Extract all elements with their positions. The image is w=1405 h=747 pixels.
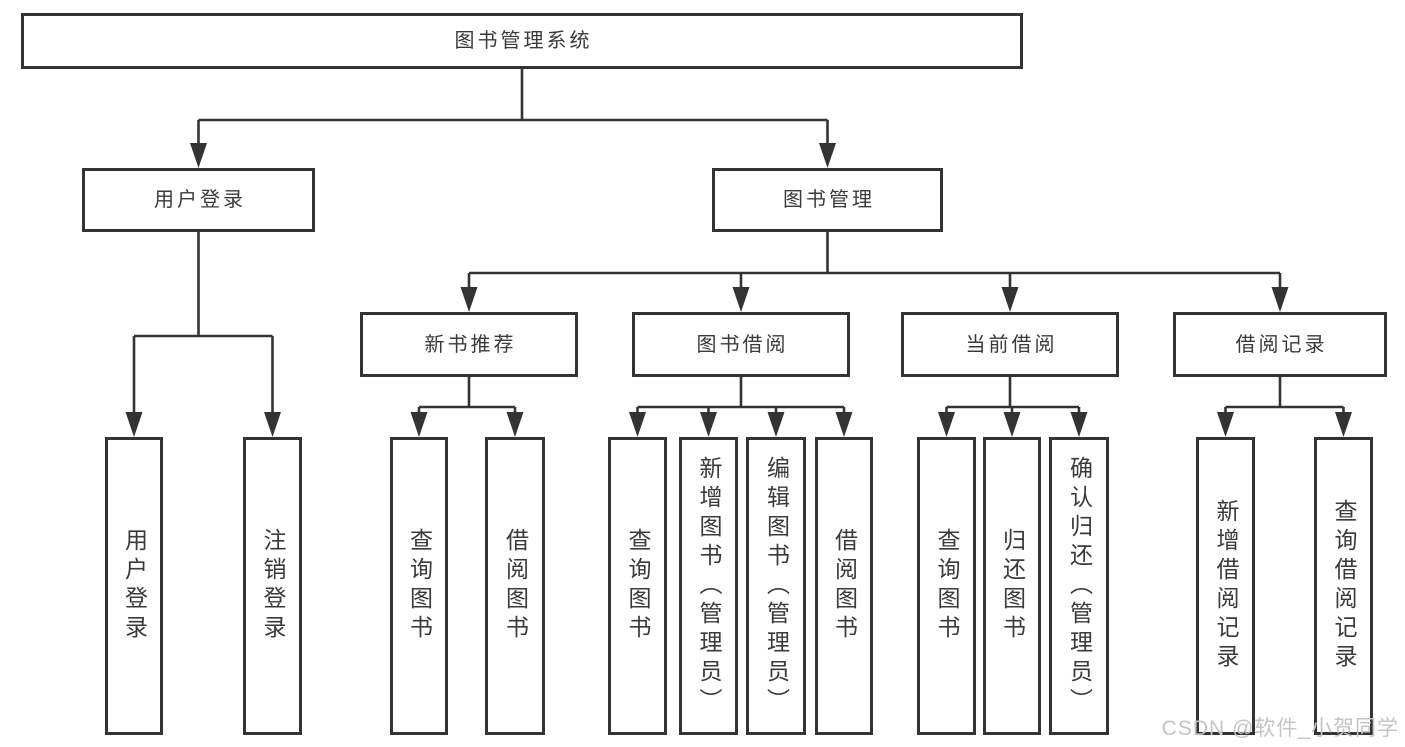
node-label-leaf-confirm-return: 确认归还（管理员） xyxy=(1066,455,1093,717)
node-label-leaf-add-book: 新增图书（管理员） xyxy=(696,455,722,717)
watermark: CSDN @软件_小贺同学 xyxy=(1161,717,1399,740)
node-leaf-user-login: 用户登录 xyxy=(105,437,163,735)
node-leaf-query-book-borrow: 查询图书 xyxy=(608,437,667,735)
node-root: 图书管理系统 xyxy=(21,13,1023,69)
node-leaf-borrow-book-new: 借阅图书 xyxy=(485,437,545,735)
arrowhead-icon xyxy=(410,412,428,437)
arrowhead-icon xyxy=(732,287,750,312)
arrowhead-icon xyxy=(125,412,143,437)
node-label-current-borrow: 当前借阅 xyxy=(965,333,1058,356)
node-label-leaf-borrow-book-new: 借阅图书 xyxy=(502,528,529,644)
node-current-borrow: 当前借阅 xyxy=(901,312,1119,377)
arrowhead-icon xyxy=(1217,412,1234,437)
node-label-root: 图书管理系统 xyxy=(454,30,593,52)
arrowhead-icon xyxy=(1335,412,1352,437)
node-leaf-add-borrow-record: 新增借阅记录 xyxy=(1196,437,1255,735)
arrowhead-icon xyxy=(460,287,478,312)
node-leaf-add-book: 新增图书（管理员） xyxy=(679,437,738,735)
arrowhead-icon xyxy=(506,412,524,437)
node-book-borrow: 图书借阅 xyxy=(632,312,850,377)
node-label-leaf-query-book-current: 查询图书 xyxy=(934,528,960,644)
node-leaf-query-book-new: 查询图书 xyxy=(390,437,448,735)
node-label-leaf-add-borrow-record: 新增借阅记录 xyxy=(1213,499,1239,673)
node-label-book-mgmt: 图书管理 xyxy=(783,189,875,211)
node-label-borrow-records: 借阅记录 xyxy=(1235,333,1328,356)
node-new-book-rec: 新书推荐 xyxy=(360,312,578,377)
node-label-new-book-rec: 新书推荐 xyxy=(424,333,517,356)
node-borrow-records: 借阅记录 xyxy=(1173,312,1387,377)
arrowhead-icon xyxy=(1003,412,1021,437)
arrowhead-icon xyxy=(1070,412,1088,437)
arrowhead-icon xyxy=(835,412,853,437)
arrowhead-icon xyxy=(1271,287,1289,312)
node-user-login: 用户登录 xyxy=(82,168,315,232)
node-label-user-login: 用户登录 xyxy=(154,189,246,211)
node-leaf-return-book: 归还图书 xyxy=(983,437,1041,735)
node-label-book-borrow: 图书借阅 xyxy=(696,333,789,356)
node-leaf-edit-book: 编辑图书（管理员） xyxy=(746,437,806,735)
arrowhead-icon xyxy=(190,143,207,168)
node-leaf-logout: 注销登录 xyxy=(243,437,302,735)
node-label-leaf-query-borrow-record: 查询借阅记录 xyxy=(1331,499,1357,673)
node-label-leaf-edit-book: 编辑图书（管理员） xyxy=(763,455,790,717)
arrowhead-icon xyxy=(819,143,836,168)
node-label-leaf-logout: 注销登录 xyxy=(260,528,286,644)
node-label-leaf-borrow-book: 借阅图书 xyxy=(831,528,858,644)
arrowhead-icon xyxy=(700,412,717,437)
arrowhead-icon xyxy=(264,412,281,437)
node-label-leaf-query-book-borrow: 查询图书 xyxy=(625,528,651,644)
arrowhead-icon xyxy=(938,412,955,437)
node-label-leaf-return-book: 归还图书 xyxy=(999,528,1026,644)
node-book-mgmt: 图书管理 xyxy=(712,168,943,232)
node-leaf-query-borrow-record: 查询借阅记录 xyxy=(1314,437,1373,735)
node-leaf-borrow-book: 借阅图书 xyxy=(815,437,873,735)
arrowhead-icon xyxy=(629,412,646,437)
node-label-leaf-query-book-new: 查询图书 xyxy=(406,528,433,644)
node-label-leaf-user-login: 用户登录 xyxy=(121,528,148,644)
node-leaf-confirm-return: 确认归还（管理员） xyxy=(1049,437,1109,735)
arrowhead-icon xyxy=(767,412,785,437)
arrowhead-icon xyxy=(1001,287,1019,312)
node-leaf-query-book-current: 查询图书 xyxy=(917,437,976,735)
